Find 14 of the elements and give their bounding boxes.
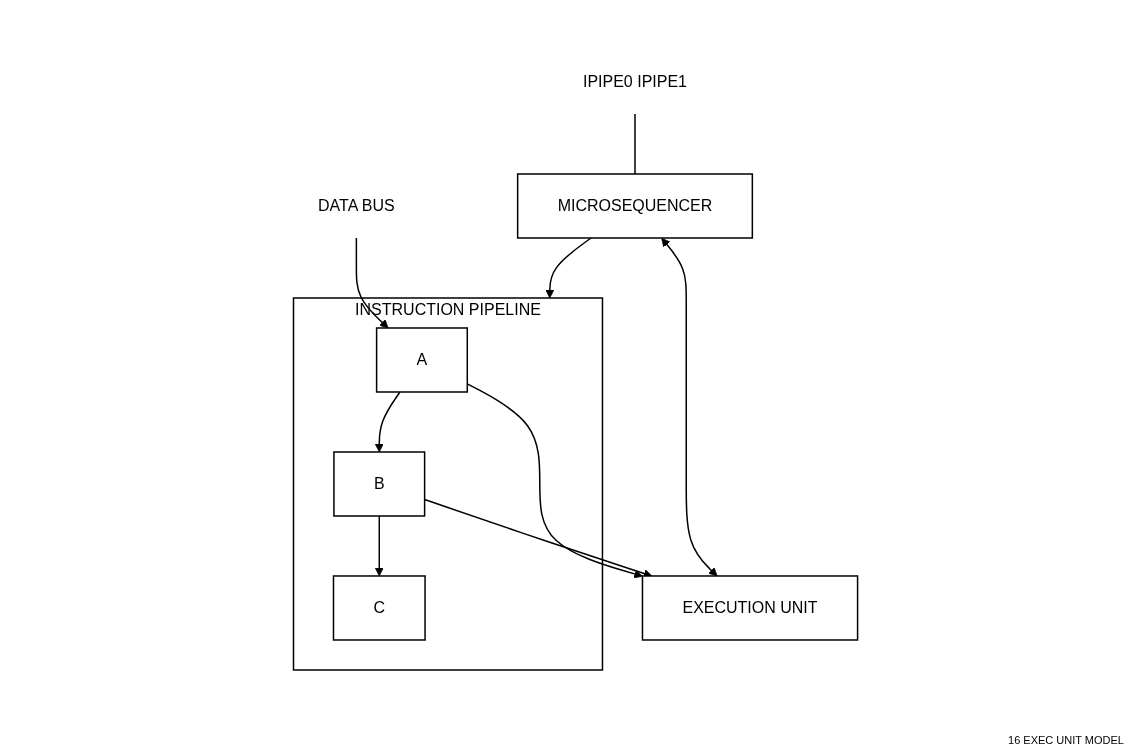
arrow (661, 237, 718, 577)
arrow (375, 515, 384, 577)
node-box: MICROSEQUENCER (517, 173, 754, 239)
arrow (375, 391, 401, 453)
node-box: EXECUTION UNIT (641, 575, 859, 641)
node-box: B (333, 451, 426, 517)
node-box: A (376, 327, 469, 393)
figure-note: 16 EXEC UNIT MODEL (1008, 734, 1124, 746)
arrow (545, 237, 592, 299)
arrow (355, 237, 389, 329)
connector (634, 113, 636, 175)
node-text: IPIPE0 IPIPE1 (583, 73, 688, 90)
node-box: C (332, 575, 426, 641)
node-text: DATA BUS (318, 197, 395, 214)
